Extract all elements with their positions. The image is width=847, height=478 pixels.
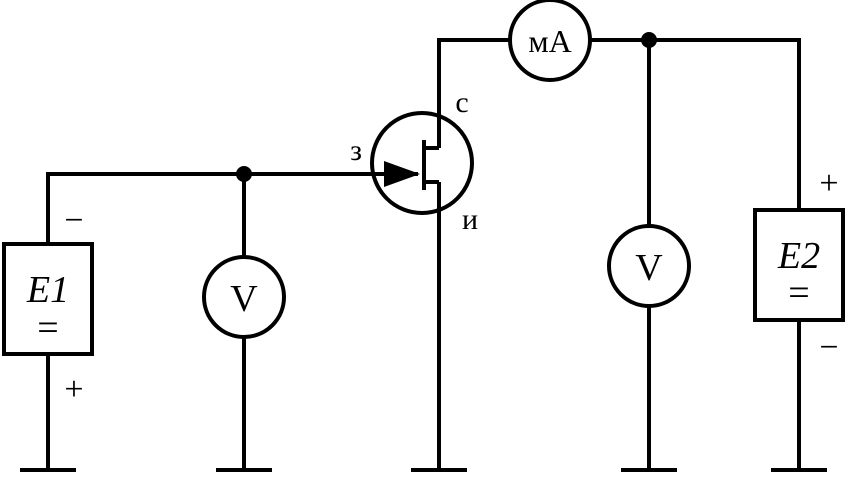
voltmeter-drain-branch: V	[607, 40, 691, 472]
voltmeter-drain	[607, 224, 691, 308]
source-e1-plus-sign: +	[64, 371, 83, 408]
source-e2-branch: E2 = + −	[753, 38, 845, 472]
gate-label: з	[350, 134, 362, 167]
transistor: з с и	[350, 40, 478, 472]
source-e1-symbol: =	[37, 307, 58, 349]
source-e2-symbol: =	[788, 272, 809, 314]
source-e1-name: E1	[26, 269, 69, 311]
source-e2-minus-sign: −	[819, 329, 838, 366]
source-label: и	[462, 203, 478, 236]
voltmeter-gate-label: V	[230, 278, 258, 320]
source-e2	[753, 208, 845, 322]
voltmeter-gate-branch: V	[202, 174, 286, 472]
source-e1-minus-sign: −	[64, 202, 83, 239]
ammeter-group: мА	[508, 0, 592, 82]
voltmeter-drain-label: V	[635, 247, 663, 289]
source-e1-branch: E1 = − +	[2, 174, 94, 472]
source-e1	[2, 242, 94, 356]
transistor-gate-arrow	[384, 161, 420, 187]
source-e2-plus-sign: +	[819, 165, 838, 202]
drain-label: с	[455, 86, 468, 119]
ammeter	[508, 0, 592, 82]
source-e2-name: E2	[777, 235, 820, 277]
voltmeter-gate	[202, 255, 286, 339]
ammeter-label: мА	[528, 23, 571, 59]
